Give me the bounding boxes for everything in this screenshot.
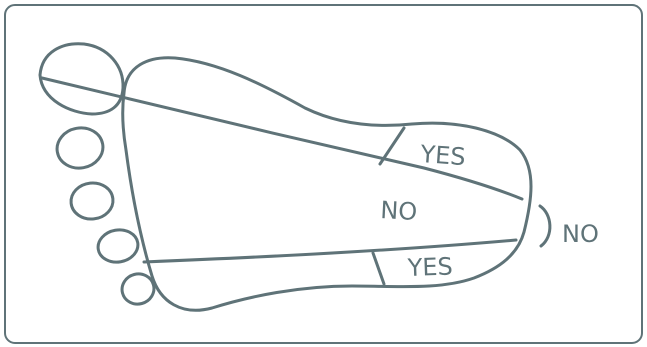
big-toe — [40, 44, 123, 114]
lower-yes-label: YES — [406, 252, 453, 282]
upper-yes-label: YES — [419, 140, 467, 171]
middle-no-label: NO — [380, 196, 418, 226]
second-toe — [54, 124, 106, 171]
diagram-frame — [5, 5, 642, 343]
toes — [40, 44, 157, 308]
fourth-toe — [96, 227, 141, 265]
foot-outline — [123, 58, 531, 310]
side-bracket — [540, 206, 550, 246]
third-toe — [69, 181, 115, 221]
side-no-label: NO — [562, 220, 599, 248]
lower-line — [144, 240, 516, 262]
upper-divider — [380, 128, 404, 164]
lower-divider — [373, 253, 384, 284]
